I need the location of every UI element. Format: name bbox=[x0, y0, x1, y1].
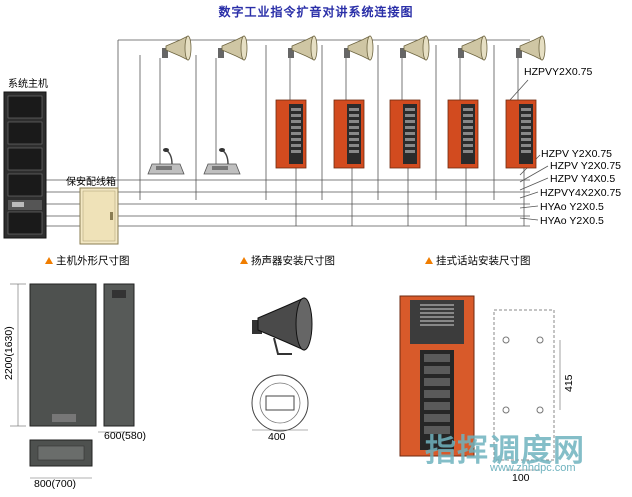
horn-speaker bbox=[344, 35, 374, 61]
triangle-icon bbox=[45, 257, 53, 264]
horn-speaker bbox=[400, 35, 430, 61]
cable-label: HZPV Y2X0.75 bbox=[550, 160, 622, 172]
section-speaker-dims: 扬声器安装尺寸图 bbox=[240, 253, 335, 268]
wall-station bbox=[447, 99, 479, 169]
cable-label: HYAo Y2X0.5 bbox=[540, 201, 604, 213]
cable-label: HZPV Y4X0.5 bbox=[550, 173, 616, 185]
junction-box-label: 保安配线箱 bbox=[66, 177, 116, 188]
speaker-install-drawing bbox=[251, 297, 313, 432]
triangle-icon bbox=[240, 257, 248, 264]
section-station-dims: 挂式话站安装尺寸图 bbox=[425, 253, 531, 268]
station-install-drawing bbox=[399, 295, 561, 471]
host-outline-drawing bbox=[10, 283, 136, 479]
desk-station-row bbox=[147, 148, 241, 175]
host-height-dim: 2200(1630) bbox=[3, 326, 15, 380]
cable-label: HZPV Y2X0.75 bbox=[541, 148, 613, 160]
host-depth-dim: 600(580) bbox=[104, 430, 147, 442]
section-label: 扬声器安装尺寸图 bbox=[251, 255, 335, 267]
station-height-dim: 415 bbox=[563, 374, 575, 392]
station-width-dim: 100 bbox=[512, 472, 530, 484]
host-label: 系统主机 bbox=[8, 79, 48, 90]
wall-station-row bbox=[275, 99, 537, 169]
cable-label: HYAo Y2X0.5 bbox=[540, 215, 604, 227]
section-label: 挂式话站安装尺寸图 bbox=[436, 255, 531, 267]
desk-microphone-station bbox=[147, 148, 185, 175]
horn-speaker bbox=[516, 35, 546, 61]
cable-label: HZPVY4X2X0.75 bbox=[540, 187, 622, 199]
wall-station bbox=[389, 99, 421, 169]
wall-station bbox=[505, 99, 537, 169]
diagram-title: 数字工业指令扩音对讲系统连接图 bbox=[218, 5, 414, 19]
triangle-icon bbox=[425, 257, 433, 264]
desk-microphone-station bbox=[203, 148, 241, 175]
horn-speaker bbox=[288, 35, 318, 61]
horn-speaker bbox=[218, 35, 248, 61]
speaker-width-dim: 400 bbox=[268, 431, 286, 443]
cable-label: HZPVY2X0.75 bbox=[524, 66, 593, 78]
section-label: 主机外形尺寸图 bbox=[56, 255, 130, 267]
junction-box bbox=[79, 187, 119, 245]
horn-speaker bbox=[458, 35, 488, 61]
watermark-url: www.zhhdpc.com bbox=[490, 462, 576, 474]
wall-station bbox=[275, 99, 307, 169]
host-width-dim: 800(700) bbox=[34, 478, 77, 490]
watermark-logo: 指挥调度网 bbox=[425, 433, 585, 469]
wall-station bbox=[333, 99, 365, 169]
host-rack bbox=[3, 91, 47, 239]
horn-speaker bbox=[162, 35, 192, 61]
horn-speaker-row bbox=[162, 35, 546, 61]
section-host-dims: 主机外形尺寸图 bbox=[45, 253, 130, 268]
wiring bbox=[45, 39, 549, 227]
